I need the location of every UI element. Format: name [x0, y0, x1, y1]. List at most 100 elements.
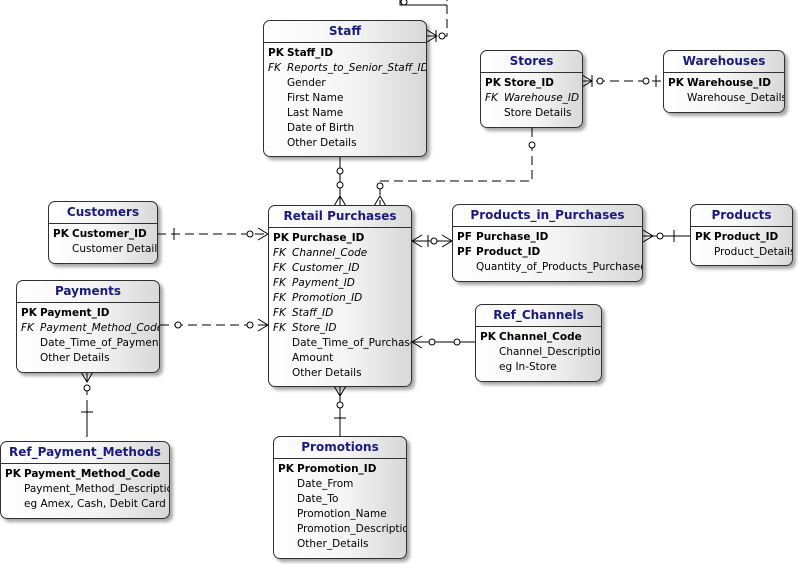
attribute-name: Other Details [292, 367, 362, 379]
attribute-name: Date of Birth [287, 122, 355, 134]
attribute-name: First Name [287, 92, 344, 104]
key-label: FK [485, 92, 498, 104]
attribute-name: Channel_Code [292, 247, 368, 259]
attribute-name: Other_Details [297, 538, 369, 550]
attribute-row: Store Details [481, 106, 582, 121]
attribute-name: eg In-Store [499, 361, 557, 373]
attribute-name: Purchase_ID [476, 231, 549, 243]
key-label: FK [273, 277, 286, 289]
attribute-name: Last Name [287, 107, 344, 119]
entity-title: Retail Purchases [269, 206, 411, 228]
attribute-row: FK Store_ID [269, 321, 411, 336]
attribute-name: Quantity_of_Products_Purchased [476, 261, 643, 273]
key-label: PK [278, 463, 294, 475]
key-label: FK [273, 307, 286, 319]
attribute-name: Store_ID [504, 77, 554, 89]
attribute-row: Customer Details [49, 242, 157, 257]
attribute-name: Date_Time_of_Purchase [292, 337, 412, 349]
key-label: FK [273, 292, 286, 304]
key-label: FK [273, 322, 286, 334]
entity-title: Payments [17, 281, 159, 303]
attribute-name: Channel_Description [499, 346, 602, 358]
attribute-name: Payment_Method_Code [40, 322, 160, 334]
attribute-row: FK Promotion_ID [269, 291, 411, 306]
attribute-row: Channel_Description [476, 345, 601, 360]
attribute-row: Warehouse_Details [664, 91, 784, 106]
attribute-name: Promotion_Name [297, 508, 387, 520]
attribute-name: Reports_to_Senior_Staff_ID [287, 62, 427, 74]
key-label: PK [268, 47, 284, 59]
attribute-name: Promotion_Description [297, 523, 407, 535]
entity-title: Customers [49, 202, 157, 224]
attribute-row: First Name [264, 91, 426, 106]
attribute-name: Store_ID [292, 322, 337, 334]
attribute-row: Date_To [274, 492, 406, 507]
attribute-name: Product_ID [714, 231, 779, 243]
attribute-name: Product_ID [476, 246, 541, 258]
attribute-name: Channel_Code [499, 331, 582, 343]
attribute-name: Store Details [504, 107, 572, 119]
key-label: PK [695, 231, 711, 243]
attribute-row: FK Payment_ID [269, 276, 411, 291]
attribute-name: Customer_ID [72, 228, 147, 240]
attribute-row: FK Reports_to_Senior_Staff_ID [264, 61, 426, 76]
attribute-row: Date of Birth [264, 121, 426, 136]
attribute-row: Date_Time_of_Purchase [269, 336, 411, 351]
attribute-name: eg Amex, Cash, Debit Card [24, 498, 166, 510]
rel-stores-purchases [379, 128, 533, 206]
attribute-row: Other Details [264, 136, 426, 151]
attribute-row: Promotion_Description [274, 522, 406, 537]
entity-title: Ref_Payment_Methods [1, 442, 169, 464]
rel-staff-self-end [399, 0, 447, 6]
attribute-name: Staff_ID [292, 307, 334, 319]
attribute-row: eg Amex, Cash, Debit Card [1, 497, 169, 512]
attribute-row: Payment_Method_Description [1, 482, 169, 497]
attribute-row: Amount [269, 351, 411, 366]
attribute-name: Payment_Method_Description [24, 483, 170, 495]
attribute-name: Payment_ID [40, 307, 110, 319]
entity-title: Staff [264, 21, 426, 43]
key-label: PK [5, 468, 21, 480]
attribute-name: Warehouse_ID [687, 77, 771, 89]
key-label: PK [273, 232, 289, 244]
attribute-name: Payment_Method_Code [24, 468, 161, 480]
attribute-row: Gender [264, 76, 426, 91]
attribute-name: Promotion_ID [292, 292, 363, 304]
attribute-row: Other_Details [274, 537, 406, 552]
attribute-name: Payment_ID [292, 277, 355, 289]
attribute-name: Gender [287, 77, 326, 89]
attribute-row: eg In-Store [476, 360, 601, 375]
key-label: PK [21, 307, 37, 319]
attribute-name: Purchase_ID [292, 232, 365, 244]
key-label: FK [268, 62, 281, 74]
attribute-row: Date_Time_of_Payment [17, 336, 159, 351]
attribute-name: Date_To [297, 493, 339, 505]
attribute-name: Promotion_ID [297, 463, 377, 475]
attribute-row: Promotion_Name [274, 507, 406, 522]
entity-title: Stores [481, 51, 582, 73]
attribute-name: Date_Time_of_Payment [40, 337, 160, 349]
attribute-name: Staff_ID [287, 47, 334, 59]
entity-title: Ref_Channels [476, 305, 601, 327]
